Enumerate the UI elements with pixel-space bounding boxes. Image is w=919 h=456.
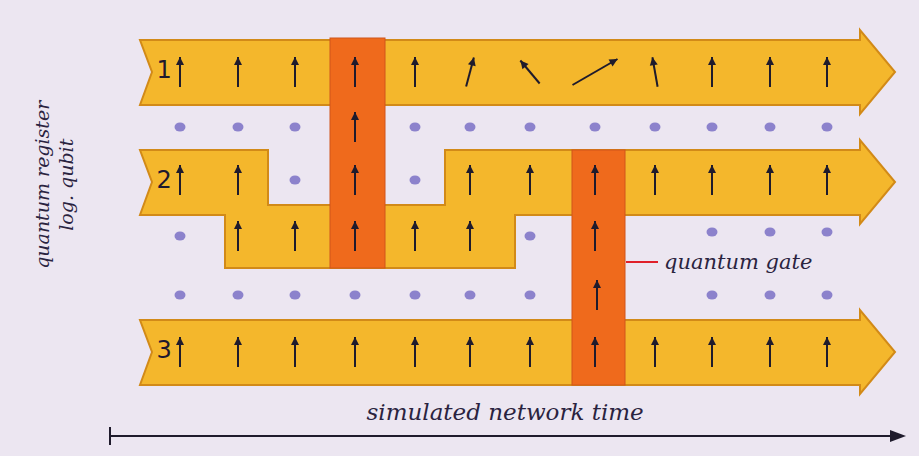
spin-arrowhead: [291, 221, 299, 229]
spin-arrowhead: [176, 165, 184, 173]
spin-arrowhead: [708, 165, 716, 173]
qubit-dot: [525, 232, 536, 241]
spin-arrowhead: [823, 165, 831, 173]
spin-arrowhead: [526, 337, 534, 345]
spin-arrow: [572, 59, 617, 85]
qubit-dot: [707, 291, 718, 300]
spin-arrowhead: [823, 337, 831, 345]
spin-arrowhead: [651, 165, 659, 173]
spin-arrowhead: [650, 57, 658, 66]
qubit-dot: [290, 176, 301, 185]
qubit-dot: [410, 291, 421, 300]
axis-tick: [109, 427, 111, 445]
spin-arrowhead: [526, 165, 534, 173]
qubit-dot: [650, 123, 661, 132]
spin-arrowhead: [351, 337, 359, 345]
qubit-dot: [410, 176, 421, 185]
spin-arrowhead: [291, 57, 299, 65]
spin-arrowhead: [708, 337, 716, 345]
qubit-dot: [525, 123, 536, 132]
spin-arrowhead: [766, 337, 774, 345]
time-axis: [110, 435, 892, 437]
spin-arrowhead: [291, 337, 299, 345]
spin-arrowhead: [466, 337, 474, 345]
spin-arrowhead: [593, 280, 601, 288]
qubit-dot: [175, 291, 186, 300]
qubit-dot: [765, 123, 776, 132]
spin-arrowhead: [466, 165, 474, 173]
qubit-dot: [707, 228, 718, 237]
spin-arrow: [520, 61, 539, 84]
spin-arrowhead: [351, 221, 359, 229]
spin-arrowhead: [411, 221, 419, 229]
spin-arrowhead: [351, 165, 359, 173]
spin-arrowhead: [234, 337, 242, 345]
spin-arrowhead: [520, 61, 528, 70]
qubit-dot: [233, 291, 244, 300]
qubit-dot: [290, 291, 301, 300]
qubit-number: 3: [157, 336, 172, 364]
qubit-dot: [175, 123, 186, 132]
spin-arrowhead: [708, 57, 716, 65]
register-band: [140, 30, 895, 114]
spin-arrowhead: [823, 57, 831, 65]
axis-arrowhead: [890, 430, 906, 442]
qubit-dot: [290, 123, 301, 132]
spin-arrowhead: [176, 57, 184, 65]
qubit-dot: [707, 123, 718, 132]
qubit-dot: [175, 232, 186, 241]
axis-label: quantum register log. qubit: [31, 90, 79, 280]
qubit-dot: [822, 228, 833, 237]
qubit-number: 1: [157, 56, 172, 84]
qubit-dot: [590, 123, 601, 132]
quantum-gate-bar: [330, 38, 385, 268]
qubit-number: 2: [157, 166, 172, 194]
qubit-dot: [465, 123, 476, 132]
spin-arrowhead: [351, 57, 359, 65]
qubit-dot: [233, 123, 244, 132]
axis-label: simulated network time: [367, 399, 644, 425]
leader-line: [626, 261, 658, 263]
register-band: [140, 310, 895, 394]
spin-arrowhead: [766, 165, 774, 173]
qubit-dot: [525, 291, 536, 300]
spin-arrowhead: [466, 221, 474, 229]
spin-arrowhead: [766, 57, 774, 65]
qubit-dot: [822, 291, 833, 300]
qubit-dot: [822, 123, 833, 132]
qubit-dot: [350, 291, 361, 300]
spin-arrowhead: [591, 221, 599, 229]
spin-arrowhead: [411, 337, 419, 345]
qubit-dot: [465, 291, 476, 300]
callout-label: quantum gate: [664, 250, 812, 274]
qubit-dot: [765, 291, 776, 300]
spin-arrowhead: [651, 337, 659, 345]
spin-arrowhead: [609, 59, 618, 66]
spin-arrowhead: [411, 57, 419, 65]
register-band: [140, 140, 895, 268]
spin-arrowhead: [176, 337, 184, 345]
spin-arrowhead: [234, 165, 242, 173]
spin-arrowhead: [591, 337, 599, 345]
spin-arrowhead: [351, 112, 359, 120]
spin-arrowhead: [468, 58, 476, 67]
qubit-dot: [765, 228, 776, 237]
spin-arrowhead: [234, 221, 242, 229]
spin-arrowhead: [591, 165, 599, 173]
quantum-gate-bar: [572, 150, 625, 385]
qubit-dot: [410, 123, 421, 132]
spin-arrowhead: [234, 57, 242, 65]
